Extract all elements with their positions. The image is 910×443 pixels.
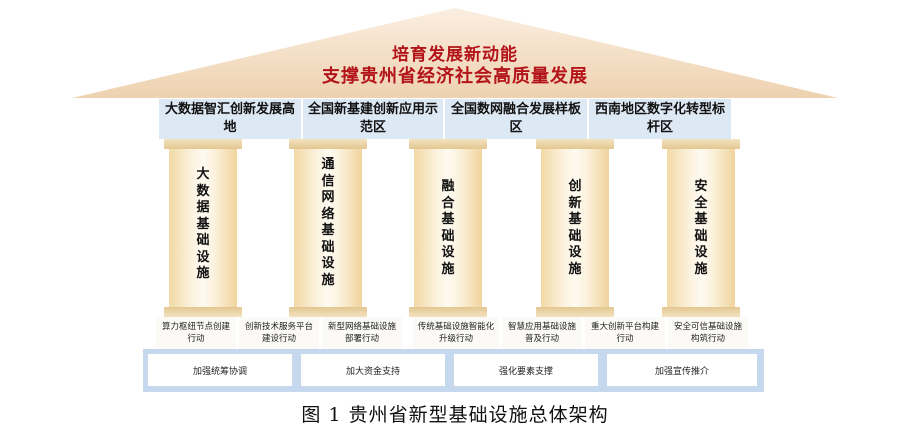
action-tech-service-platform: 创新技术服务平台建设行动: [239, 317, 319, 349]
pillar-label: 通信网络基础设施: [321, 157, 335, 288]
pillar-label: 创新基础设施: [568, 179, 582, 277]
action-smart-application: 智慧应用基础设施普及行动: [502, 317, 582, 349]
action-traditional-upgrade: 传统基础设施智能化升级行动: [413, 317, 499, 349]
roof-title-line2: 支撑贵州省经济社会高质量发展: [322, 66, 588, 87]
action-innovation-platform: 重大创新平台构建行动: [585, 317, 665, 349]
roof: [72, 8, 838, 98]
zone-network-fusion: 全国数网融合发展样板区: [445, 99, 587, 139]
action-network-deployment: 新型网络基础设施部署行动: [322, 317, 402, 349]
action-secure-infra: 安全可信基础设施构筑行动: [668, 317, 748, 349]
figure-caption: 图 1 贵州省新型基础设施总体架构: [301, 404, 609, 426]
pillar-label: 大数据基础设施: [196, 167, 210, 281]
support-promotion: 加强宣传推介: [607, 354, 757, 386]
zone-new-infra-demo: 全国新基建创新应用示范区: [303, 99, 443, 139]
zone-digital-transform: 西南地区数字化转型标杆区: [589, 99, 731, 139]
support-resources: 强化要素支撑: [454, 354, 598, 386]
support-coordination: 加强统筹协调: [148, 354, 292, 386]
pillar-label: 融合基础设施: [441, 179, 455, 277]
pillar-label: 安全基础设施: [694, 179, 708, 277]
action-computing-hub: 算力枢纽节点创建行动: [156, 317, 236, 349]
zone-bigdata-hub: 大数据智汇创新发展高地: [159, 99, 301, 139]
roof-title-line1: 培育发展新动能: [392, 45, 518, 65]
support-funding: 加大资金支持: [301, 354, 445, 386]
